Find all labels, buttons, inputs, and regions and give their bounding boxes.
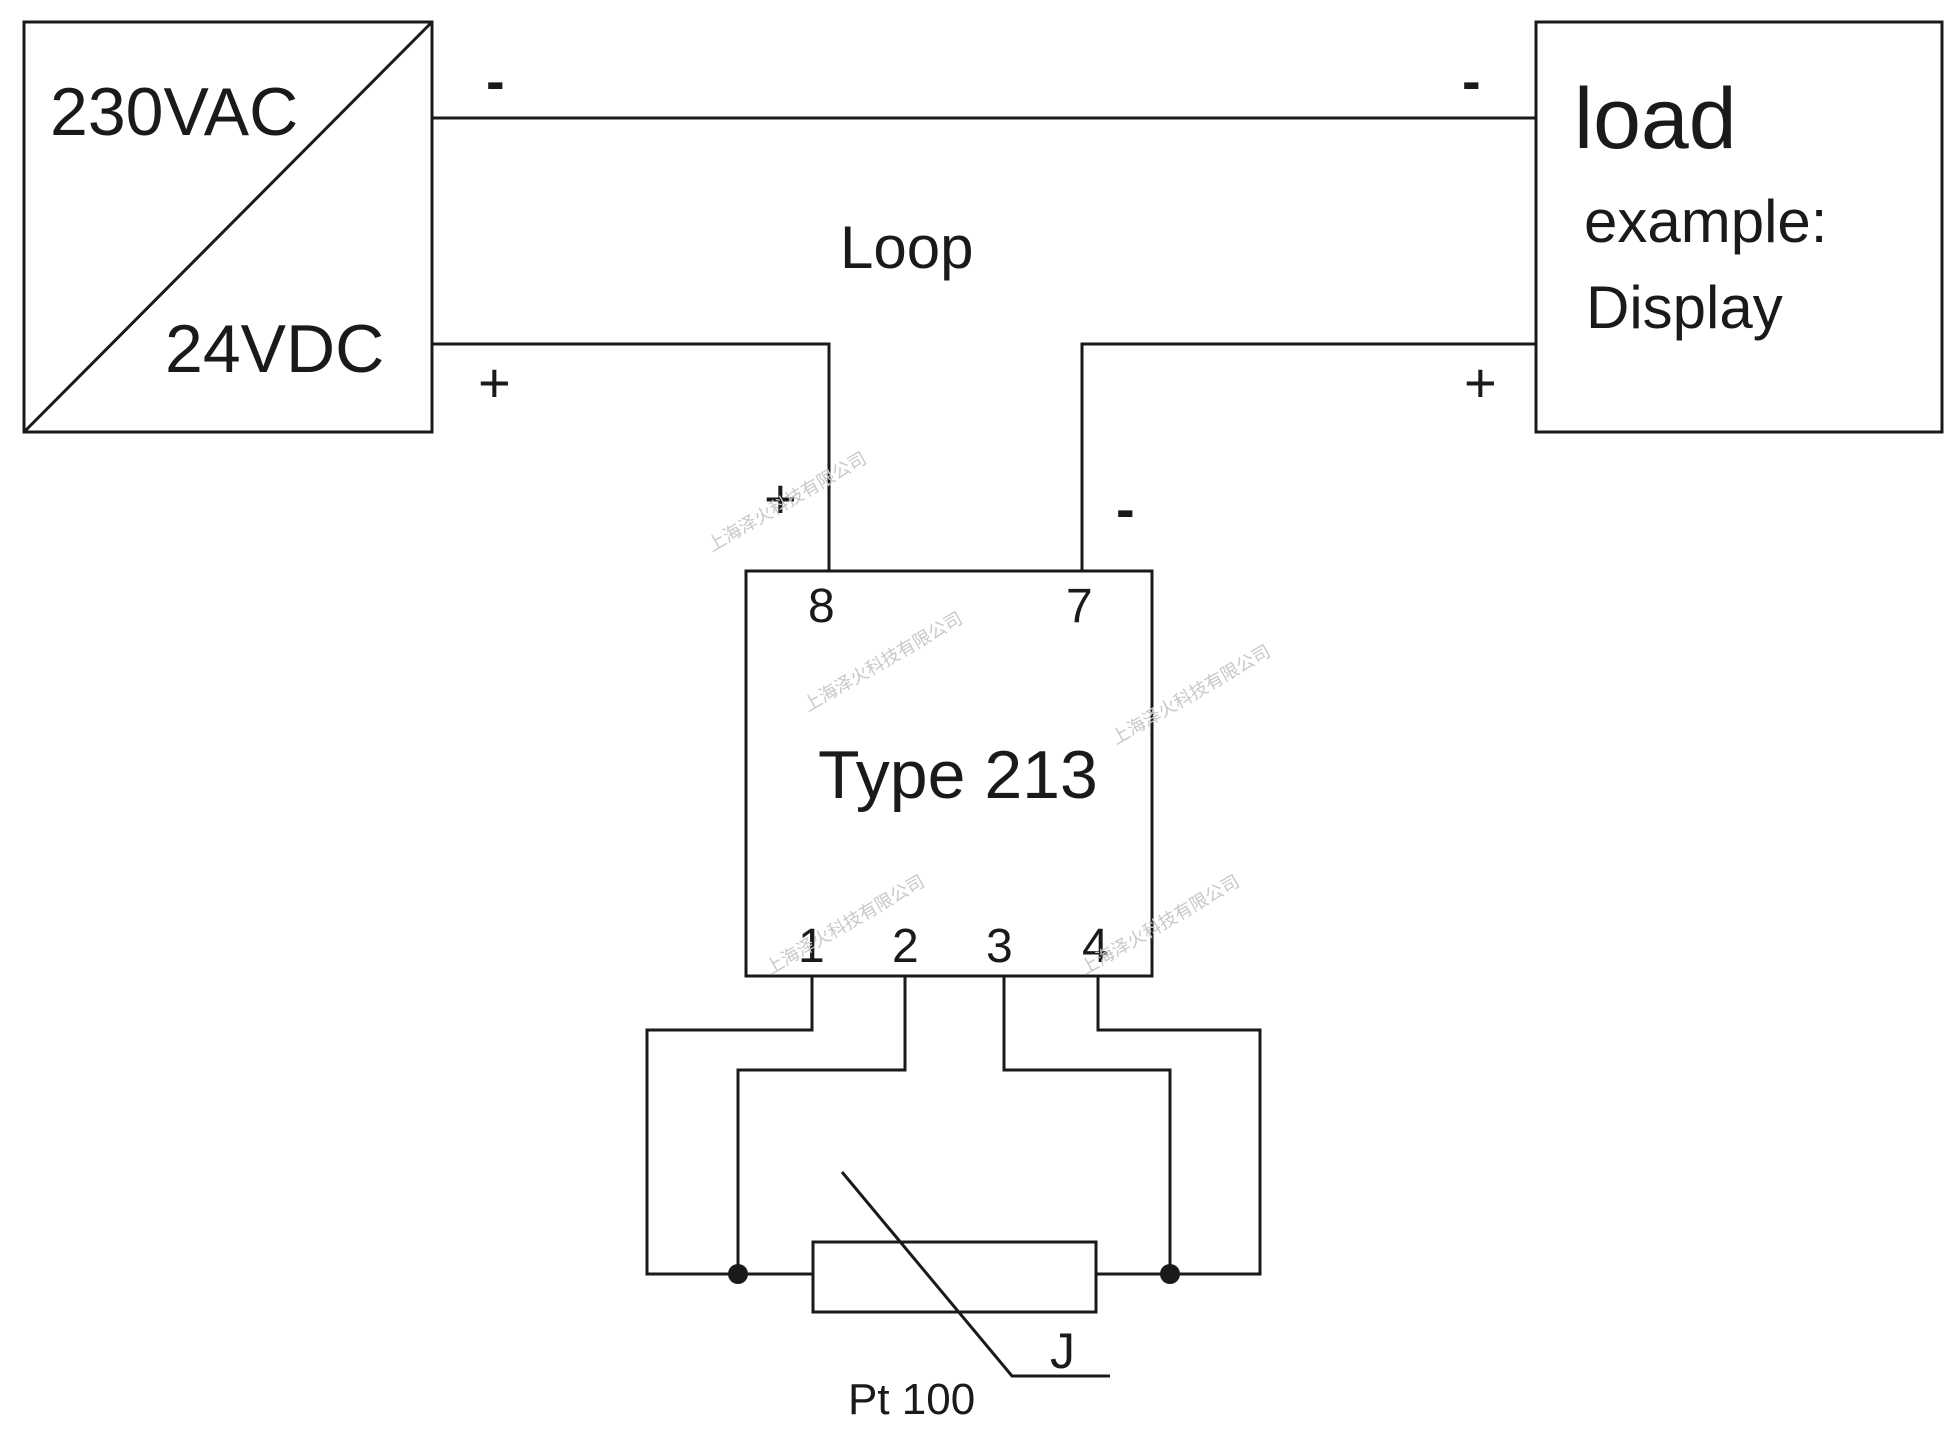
junction-dot-right <box>1160 1264 1180 1284</box>
terminal-1: 1 <box>798 920 825 973</box>
terminal-7: 7 <box>1066 580 1093 633</box>
transmitter-name: Type 213 <box>818 737 1098 813</box>
terminal-3: 3 <box>986 920 1013 973</box>
sensor-wires <box>645 976 1262 1284</box>
load-title: load <box>1574 71 1737 167</box>
load-example-label: example: <box>1584 188 1827 255</box>
loop-wires <box>432 116 1536 571</box>
junction-dot-left <box>728 1264 748 1284</box>
load-box: load example: Display <box>1534 20 1944 434</box>
transmitter-plus-sign: + <box>764 467 797 530</box>
terminal-4: 4 <box>1082 920 1109 973</box>
sensor-symbol: J <box>1050 1323 1075 1379</box>
svg-text:上海泽火科技有限公司: 上海泽火科技有限公司 <box>1108 641 1274 749</box>
svg-text:上海泽火科技有限公司: 上海泽火科技有限公司 <box>704 448 870 556</box>
power-supply-output-label: 24VDC <box>165 311 384 387</box>
terminal-8: 8 <box>808 580 835 633</box>
power-supply-input-label: 230VAC <box>50 74 298 150</box>
power-supply-minus-sign: - <box>486 49 505 112</box>
terminal-2: 2 <box>892 920 919 973</box>
loop-label: Loop <box>840 214 973 281</box>
load-display-label: Display <box>1586 274 1783 341</box>
pt100-resistor <box>811 1171 1110 1378</box>
power-supply-box: 230VAC 24VDC <box>22 20 434 434</box>
transmitter-minus-sign: - <box>1116 477 1135 540</box>
sensor-name: Pt 100 <box>848 1375 975 1424</box>
load-minus-sign: - <box>1462 49 1481 112</box>
power-supply-plus-sign: + <box>478 351 511 414</box>
load-plus-sign: + <box>1464 351 1497 414</box>
transmitter-box: Type 213 8 7 1 2 3 4 <box>744 569 1154 978</box>
